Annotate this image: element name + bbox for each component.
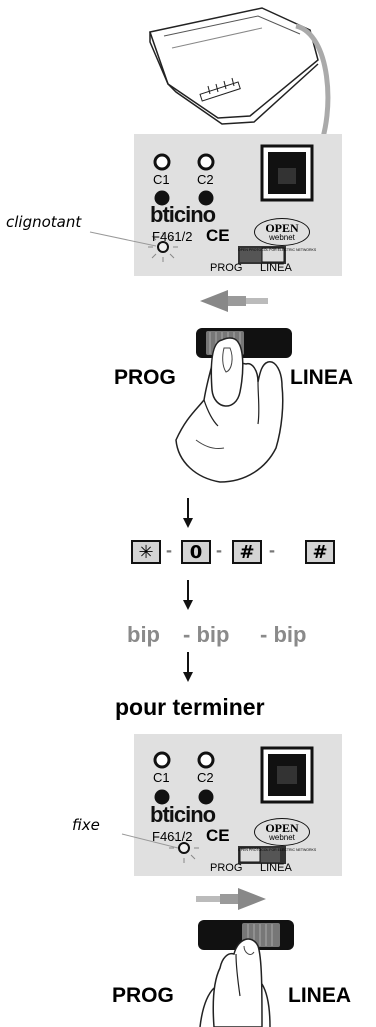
prog-label-bottom: PROG — [112, 984, 174, 1007]
pour-terminer-heading: pour terminer — [115, 694, 265, 720]
hand-icon — [175, 337, 284, 483]
brand-logo: bticino — [150, 202, 216, 227]
telephone-handset-icon — [149, 7, 331, 153]
device-panel-bottom — [134, 734, 342, 876]
beep-1: bip — [127, 622, 160, 647]
linea-label-bottom: LINEA — [288, 984, 351, 1007]
callout-line-clignotant — [89, 231, 157, 247]
key-hash: # — [305, 540, 335, 564]
open-logo-line1: OPEN — [265, 221, 299, 235]
arrow-right-icon — [196, 888, 266, 910]
switch-prog-label: PROG — [210, 262, 243, 274]
prog-label-top: PROG — [114, 366, 176, 389]
led-icon — [148, 232, 178, 262]
led-icon — [169, 833, 199, 863]
open-webnet-logo: OPEN webnet — [254, 218, 310, 246]
beep-2: - bip — [183, 622, 230, 647]
hand-icon — [199, 938, 271, 1027]
switch-hand-top — [175, 328, 292, 483]
open-webnet-logo: OPEN webnet — [254, 818, 310, 846]
open-logo-line2: webnet — [269, 833, 295, 842]
open-tagline: OPEN PROTOCOL FOR ELECTRIC NETWORKS — [238, 248, 317, 252]
model-label: F461/2 — [152, 229, 193, 244]
arrow-down-icon — [183, 580, 193, 610]
key-separator: - — [269, 540, 275, 560]
key-separator: - — [166, 540, 172, 560]
switch-prog-label: PROG — [210, 862, 243, 874]
callout-line-fixe — [121, 833, 179, 849]
key-star: ✳ — [131, 540, 161, 564]
model-label: F461/2 — [152, 829, 193, 844]
c2-label: C2 — [197, 172, 214, 187]
switch-linea-label: LINEA — [260, 262, 292, 274]
brand-logo: bticino — [150, 802, 216, 827]
switch-linea-label: LINEA — [260, 862, 292, 874]
key-hash: # — [232, 540, 262, 564]
beep-3: - bip — [260, 622, 307, 647]
open-tagline: OPEN PROTOCOL FOR ELECTRIC NETWORKS — [238, 848, 317, 852]
open-logo-line2: webnet — [269, 233, 295, 242]
key-separator: - — [216, 540, 222, 560]
device-panel-top — [134, 134, 342, 276]
arrow-left-icon — [200, 290, 268, 312]
c1-label: C1 — [153, 172, 170, 187]
arrow-down-icon — [183, 652, 193, 682]
switch-hand-bottom — [198, 920, 294, 1027]
arrow-down-icon — [183, 498, 193, 528]
c1-label: C1 — [153, 770, 170, 785]
label-clignotant: clignotant — [6, 213, 82, 231]
ce-mark: CE — [206, 826, 230, 845]
label-fixe: fixe — [72, 816, 100, 834]
linea-label-top: LINEA — [290, 366, 353, 389]
open-logo-line1: OPEN — [265, 821, 299, 835]
ce-mark: CE — [206, 226, 230, 245]
key-zero: 0 — [181, 540, 211, 564]
c2-label: C2 — [197, 770, 214, 785]
